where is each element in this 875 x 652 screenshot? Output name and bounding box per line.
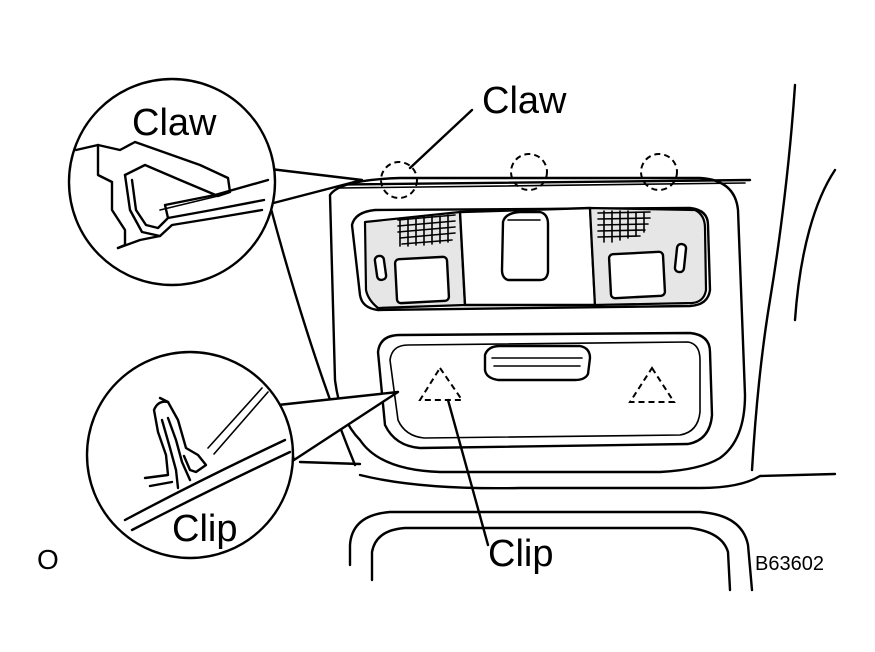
claw-detail-label: Claw: [132, 102, 217, 144]
clip-markers: [418, 366, 676, 403]
claw-detail-callout: [67, 77, 364, 287]
figure-code: B63602: [755, 553, 824, 575]
lamp-lens-texture: [397, 210, 651, 247]
headliner-lines: [268, 83, 837, 592]
sunglass-holder-panel: [376, 331, 714, 450]
clip-bottom-label: Clip: [488, 533, 553, 575]
lamp-switches: [373, 210, 688, 305]
leader-lines: [408, 108, 490, 547]
clip-detail-callout: [85, 350, 400, 560]
claw-markers: [380, 153, 678, 199]
corner-mark: O: [37, 544, 59, 575]
claw-top-label: Claw: [482, 80, 567, 122]
clip-detail-label: Clip: [172, 508, 237, 550]
